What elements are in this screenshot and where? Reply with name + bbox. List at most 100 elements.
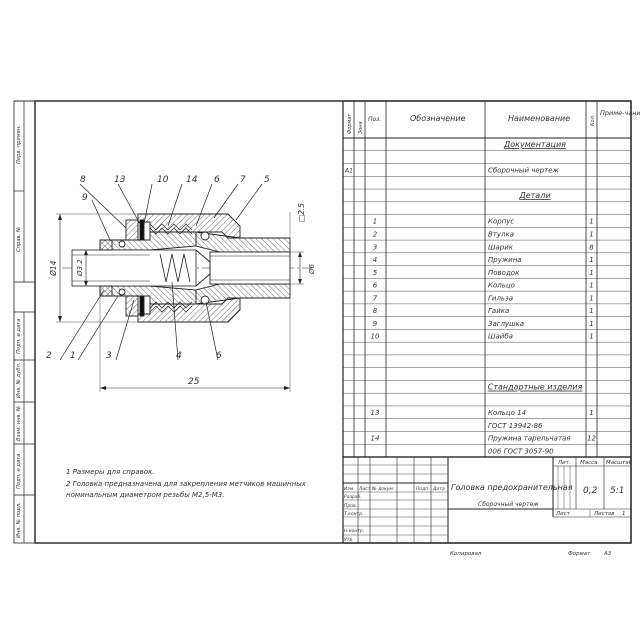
spec-header-format: Формат: [347, 113, 353, 134]
dim-inner-diameter: Ø3.2: [76, 259, 84, 277]
spec-table: [342, 100, 632, 458]
spec-name-cell: Гильза: [488, 294, 513, 302]
spec-pos-cell: 5: [373, 269, 378, 277]
side-stamp-label: Подп. и дата: [16, 319, 22, 354]
dim-square: □2.5: [297, 203, 306, 222]
side-stamp-labels: Перв. примен. Справ. № Подп. и дата Инв.…: [16, 125, 22, 538]
spec-qty-cell: 8: [589, 243, 594, 251]
side-stamp-label: Инв. № дубл.: [16, 363, 22, 399]
spec-pos-cell: 1: [373, 218, 377, 226]
spec-name-cell: Шарик: [488, 243, 514, 251]
spec-header-pos: Поз.: [368, 116, 381, 123]
ball: [118, 240, 126, 248]
dimension-lines: [56, 212, 304, 392]
spec-format-cell: А1: [344, 168, 353, 175]
spec-name-cell: ГОСТ 13942-86: [488, 422, 543, 430]
note-line: номинальным диаметром резьбы М2,5-М3.: [66, 491, 224, 499]
spec-section-title: Документация: [503, 140, 566, 149]
spec-header-zone: Зона: [358, 121, 364, 134]
callout-number: 13: [114, 175, 126, 185]
spec-pos-cell: 8: [373, 307, 378, 315]
spec-qty-cell: 1: [589, 282, 593, 290]
plug: [99, 239, 113, 251]
dim-right-diameter: Ø6: [308, 263, 316, 275]
coil-spring: [159, 253, 191, 283]
spec-name-cell: Пружина тарельчатая: [488, 435, 571, 443]
spec-headers: Формат Зона Поз. Обозначение Наименовани…: [347, 109, 640, 134]
spec-pos-cell: 13: [371, 409, 380, 417]
callout-number: 3: [106, 351, 112, 361]
spec-name-cell: Шайба: [488, 333, 513, 341]
side-stamp: [14, 100, 35, 543]
washer: [139, 295, 145, 317]
mass-value: 0,2: [583, 486, 598, 496]
spec-pos-cell: 4: [373, 256, 377, 264]
spec-qty-cell: 1: [589, 307, 593, 315]
dim-outer-diameter: Ø14: [49, 260, 58, 277]
callout-number: 4: [176, 351, 182, 361]
spec-qty-cell: 1: [589, 320, 593, 328]
nut: [125, 219, 139, 241]
tb-role: Утв.: [344, 537, 353, 543]
spec-qty-cell: 1: [589, 256, 593, 264]
tb-header: Подп.: [416, 486, 430, 492]
spec-name-cell: Втулка: [488, 231, 514, 239]
title-block-texts: Головка предохранительная Сборочный черт…: [344, 460, 633, 557]
spec-header-qty: Кол.: [590, 115, 596, 126]
callout-number: 5: [264, 175, 270, 185]
spec-name-cell: 006 ГОСТ 3057-90: [488, 447, 554, 455]
lit-label: Лит.: [557, 460, 571, 466]
spec-pos-cell: 3: [373, 243, 377, 251]
callout-number: 7: [240, 175, 246, 185]
spec-header-designation: Обозначение: [410, 114, 466, 123]
dimension-arrows: [58, 214, 302, 390]
spec-section-title: Стандартные изделия: [488, 383, 583, 392]
ball: [200, 295, 210, 305]
spec-qty-cell: 12: [587, 435, 596, 443]
side-stamp-label: Взам. инв. №: [16, 406, 22, 441]
spec-name-cell: Заглушка: [488, 320, 524, 328]
spec-name-cell: Гайка: [488, 307, 509, 315]
callout-number: 10: [157, 175, 169, 185]
side-stamp-label: Справ. №: [16, 227, 22, 252]
tb-header: Лист: [358, 486, 371, 492]
spec-qty-cell: 1: [589, 269, 593, 277]
drawing-subtitle: Сборочный чертеж: [478, 501, 539, 508]
spec-pos-cell: 6: [373, 282, 378, 290]
cone-seat: [195, 249, 211, 287]
tb-role: Пров.: [344, 503, 357, 509]
scale-value: 5:1: [610, 486, 624, 496]
body-upper: [99, 231, 197, 251]
callout-number: 6: [214, 175, 220, 185]
dimension-texts: Ø14 Ø3.2 Ø6 25 □2.5: [49, 203, 316, 387]
callout-leaders: [59, 183, 263, 361]
washer: [139, 219, 145, 241]
callout-number: 2: [46, 351, 52, 361]
sheets-label: Листов: [593, 511, 615, 517]
format-value: А3: [603, 551, 612, 557]
tb-header: Изм.: [344, 486, 355, 492]
driver-lower: [195, 283, 291, 305]
spec-pos-cell: 10: [371, 333, 380, 341]
spec-name-cell: Сборочный чертеж: [488, 167, 559, 175]
tb-role: Разраб.: [344, 494, 362, 500]
spec-qty-cell: 1: [589, 218, 593, 226]
copied-label: Копировал: [450, 551, 482, 557]
ball: [200, 231, 210, 241]
spec-name-cell: Кольцо 14: [488, 409, 526, 417]
spec-name-cell: Пружина: [488, 256, 522, 264]
spec-header-note: Приме-чание: [600, 109, 640, 117]
spec-section-title: Детали: [518, 191, 550, 200]
callout-number: 8: [80, 175, 86, 185]
tb-header: № докум.: [371, 486, 394, 492]
spec-qty-cell: 1: [589, 294, 593, 302]
title-block: [342, 456, 632, 544]
tb-role: Т.контр.: [344, 511, 364, 517]
note-line: 1 Размеры для справок.: [66, 468, 154, 476]
drawing-title: Головка предохранительная: [451, 483, 573, 492]
tb-role: Н.контр.: [344, 528, 364, 534]
spec-pos-cell: 2: [373, 231, 378, 239]
spec-name-cell: Кольцо: [488, 282, 515, 290]
